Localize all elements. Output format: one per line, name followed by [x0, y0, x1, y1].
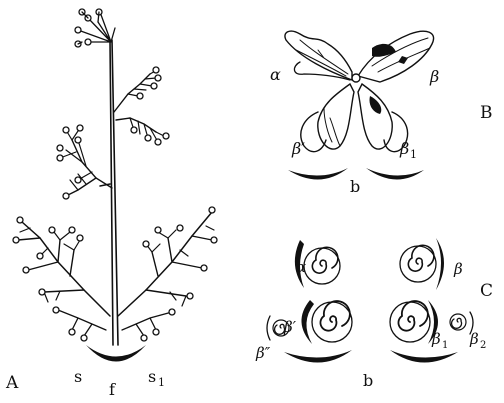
label-beta-prime: β′: [291, 139, 305, 158]
panel-c-label: C: [480, 281, 493, 301]
bract-crescent: [86, 345, 146, 362]
bract-c-right: [390, 350, 458, 363]
label-beta: β: [429, 67, 439, 86]
organ-beta-1: [390, 300, 438, 344]
bract-right: [366, 168, 424, 180]
label-b: b: [350, 177, 360, 196]
label-c-beta-2-subscript: 2: [480, 340, 486, 351]
label-s: s: [74, 367, 82, 386]
label-c-beta-double-prime: β″: [255, 344, 271, 362]
bract-left: [288, 168, 348, 180]
label-c-beta-1: β: [431, 330, 441, 348]
organ-beta: [400, 238, 444, 290]
panel-b-label: B: [480, 103, 493, 123]
panel-a-inflorescence: [13, 9, 217, 362]
label-beta-1: β: [399, 139, 409, 158]
cyme-middle-left: [57, 125, 112, 199]
cyme-lower-left: [13, 217, 110, 316]
bract-c-left: [284, 350, 352, 363]
organ-beta-prime: [301, 300, 352, 344]
panel-a-label: A: [5, 373, 19, 393]
terminal-flower-cluster: [75, 9, 115, 47]
label-s1-subscript: 1: [158, 376, 165, 389]
label-c-b: b: [363, 371, 373, 390]
label-beta-1-subscript: 1: [410, 148, 417, 161]
cyme-lower-right: [118, 207, 217, 316]
cyme-upper-right: [114, 67, 169, 145]
label-c-beta-2: β: [469, 330, 479, 348]
label-alpha: α: [270, 65, 281, 84]
label-f: f: [109, 380, 116, 399]
basal-branches: [53, 307, 175, 341]
label-c-beta: β: [453, 260, 463, 278]
label-s1: s: [148, 367, 156, 386]
label-c-beta-prime: β′: [283, 318, 297, 336]
label-c-beta-1-subscript: 1: [442, 340, 448, 351]
label-c-alpha: α: [296, 258, 306, 276]
